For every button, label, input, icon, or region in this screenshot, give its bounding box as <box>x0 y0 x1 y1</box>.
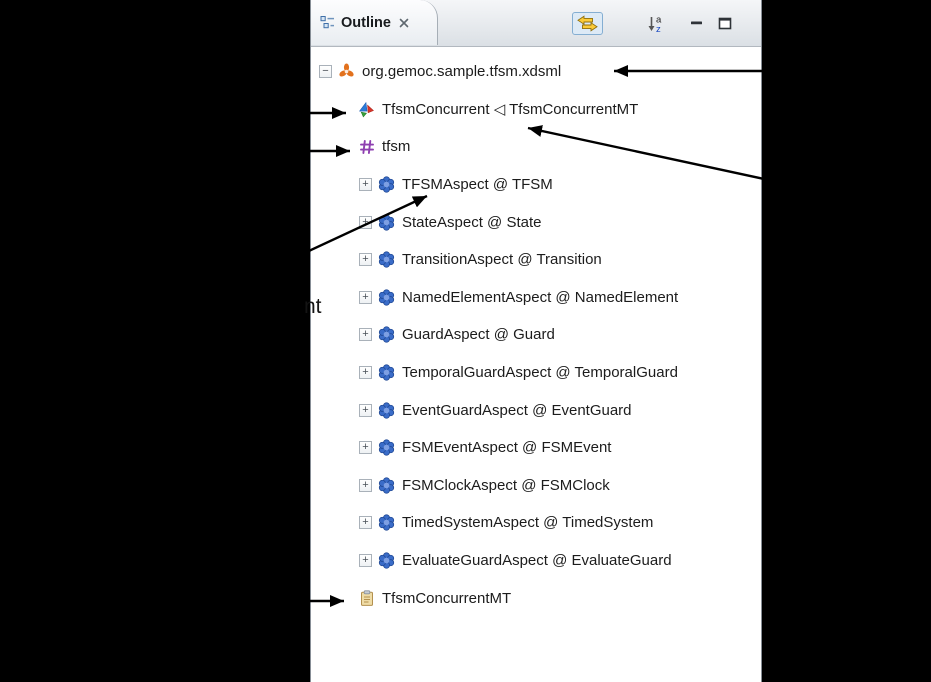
tree-item-label: StateAspect @ State <box>402 213 542 231</box>
aspect-icon <box>378 402 395 419</box>
tree-item[interactable]: + TFSMAspect @ TFSM <box>311 166 761 204</box>
link-with-editor-button[interactable] <box>572 11 603 35</box>
expand-icon[interactable]: + <box>359 403 372 417</box>
expand-icon[interactable]: + <box>359 366 372 380</box>
tree-item-label: FSMClockAspect @ FSMClock <box>402 476 610 494</box>
expand-icon[interactable]: + <box>359 478 372 492</box>
expand-icon[interactable]: + <box>359 516 372 530</box>
tree-item-label: TransitionAspect @ Transition <box>402 251 602 269</box>
aspect-icon <box>378 439 395 456</box>
tree-item-label: TimedSystemAspect @ TimedSystem <box>402 514 654 532</box>
tree-item[interactable]: + GuardAspect @ Guard <box>311 316 761 354</box>
tree-item[interactable]: + TimedSystemAspect @ TimedSystem <box>311 504 761 542</box>
svg-text:a: a <box>656 14 662 25</box>
tree-item[interactable]: + EvaluateGuardAspect @ EvaluateGuard <box>311 542 761 580</box>
aspect-icon <box>378 326 395 344</box>
expand-icon[interactable]: + <box>359 215 372 229</box>
aspect-icon <box>378 552 395 569</box>
xdsml-file-icon <box>338 63 355 80</box>
outline-view-icon <box>320 15 335 30</box>
tree-item[interactable]: − org.gemoc.sample.tfsm.xdsml <box>311 53 761 91</box>
expand-icon[interactable]: + <box>359 328 372 342</box>
tree-item-label: TfsmConcurrent ◁ TfsmConcurrentMT <box>382 101 639 119</box>
minimize-button[interactable] <box>690 17 703 29</box>
minimize-icon <box>690 17 703 29</box>
tree-item[interactable]: TfsmConcurrentMT <box>311 579 761 617</box>
tree-item[interactable]: + NamedElementAspect @ NamedElement <box>311 279 761 317</box>
tree-item-label: FSMEventAspect @ FSMEvent <box>402 439 612 457</box>
tree-item-label: NamedElementAspect @ NamedElement <box>402 288 679 306</box>
aspect-icon <box>378 214 395 231</box>
tree-item-label: EventGuardAspect @ EventGuard <box>402 401 632 419</box>
tree-item-label: TFSMAspect @ TFSM <box>402 176 553 194</box>
tree-item-label: TfsmConcurrentMT <box>382 589 512 607</box>
aspect-icon <box>378 251 395 268</box>
expand-icon[interactable]: + <box>359 441 372 455</box>
tree-item[interactable]: + FSMClockAspect @ FSMClock <box>311 467 761 505</box>
tree-item-label: TemporalGuardAspect @ TemporalGuard <box>402 364 678 382</box>
tree-item[interactable]: + TransitionAspect @ Transition <box>311 241 761 279</box>
collapse-icon[interactable]: − <box>319 65 332 79</box>
svg-text:z: z <box>656 24 661 33</box>
expand-icon[interactable]: + <box>359 253 372 267</box>
ecore-package-icon <box>358 138 375 155</box>
tree-item-label: org.gemoc.sample.tfsm.xdsml <box>362 63 562 81</box>
modeltype-icon <box>358 590 375 607</box>
tab-close-icon[interactable] <box>399 18 409 28</box>
aspect-icon <box>378 477 395 494</box>
tree-item[interactable]: tfsm <box>311 128 761 166</box>
link-editor-icon <box>577 14 598 32</box>
expand-icon[interactable]: + <box>359 178 372 192</box>
maximize-icon <box>718 17 732 30</box>
tree-item[interactable]: + StateAspect @ State <box>311 203 761 241</box>
tab-title: Outline <box>341 14 391 31</box>
tree-item-label: GuardAspect @ Guard <box>402 326 555 344</box>
language-icon <box>358 101 375 118</box>
tree-item-label: EvaluateGuardAspect @ EvaluateGuard <box>402 552 672 570</box>
expand-icon[interactable]: + <box>359 290 372 304</box>
aspect-icon <box>378 289 395 306</box>
tree-item[interactable]: + EventGuardAspect @ EventGuard <box>311 391 761 429</box>
tree-item[interactable]: + FSMEventAspect @ FSMEvent <box>311 429 761 467</box>
maximize-button[interactable] <box>718 17 732 30</box>
aspect-icon <box>378 176 395 193</box>
aspect-icon <box>378 364 395 381</box>
tab-outline[interactable]: Outline <box>311 0 438 45</box>
annotation-text-fragment: nt <box>304 295 322 318</box>
aspect-icon <box>378 514 395 532</box>
tree-item-label: tfsm <box>382 138 411 156</box>
tree-item[interactable]: TfsmConcurrent ◁ TfsmConcurrentMT <box>311 91 761 129</box>
expand-icon[interactable]: + <box>359 554 372 568</box>
tree-item[interactable]: + TemporalGuardAspect @ TemporalGuard <box>311 354 761 392</box>
